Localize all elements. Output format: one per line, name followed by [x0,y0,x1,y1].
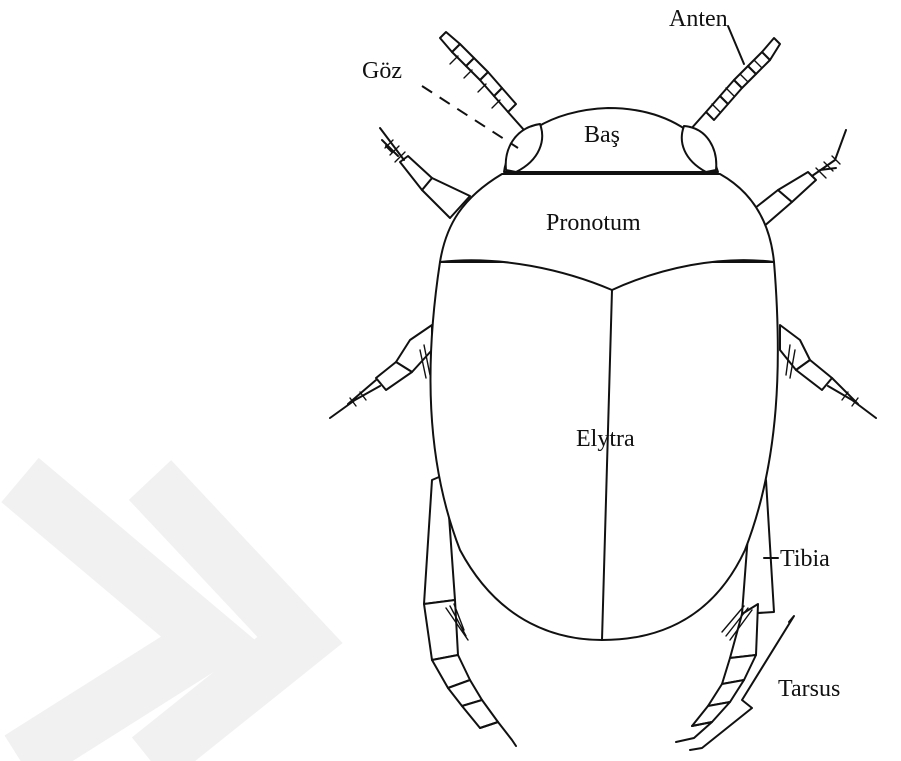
antenna-left [440,32,524,130]
beetle-body [430,108,777,640]
label-elytra: Elytra [576,426,635,452]
antenna-right [690,38,780,130]
label-tarsus: Tarsus [778,676,840,702]
anten-leader-line [728,26,744,64]
watermark-chevrons [20,480,300,760]
label-pronotum: Pronotum [546,210,641,236]
middle-leg-right [780,325,876,418]
front-leg-right [750,130,846,228]
middle-leg-left [330,325,432,418]
label-anten: Anten [669,6,728,32]
label-tibia: Tibia [780,546,830,572]
label-goz: Göz [362,58,402,84]
label-bas: Baş [584,122,620,148]
front-leg-left [380,128,470,218]
